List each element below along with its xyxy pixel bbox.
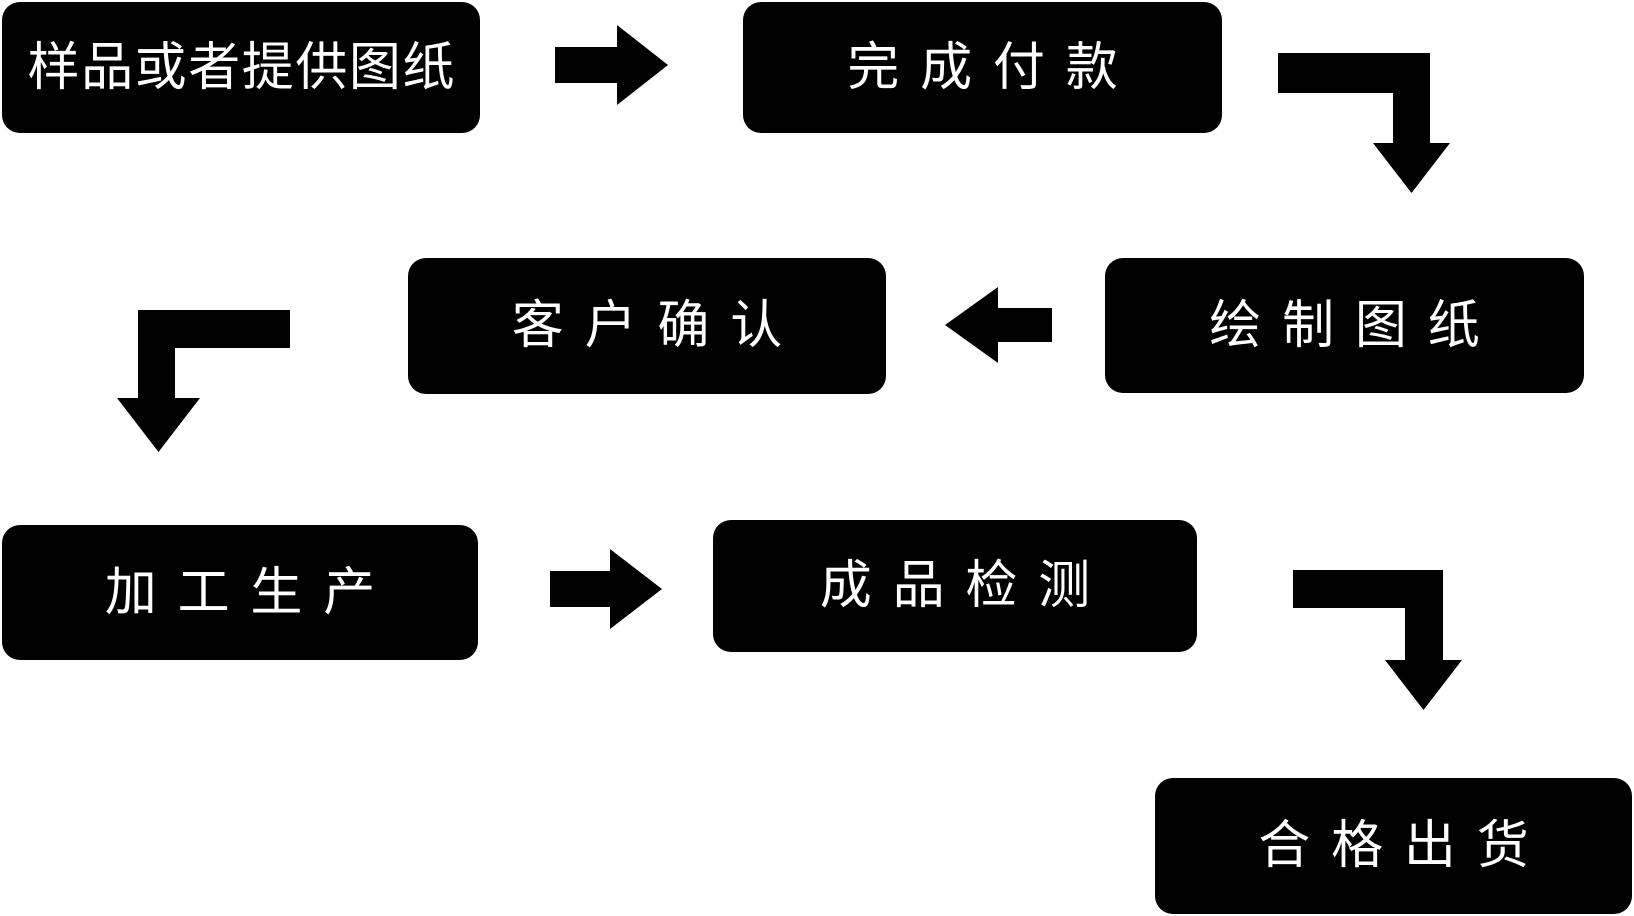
flow-node-customer-confirm: 客户确认 bbox=[408, 258, 886, 394]
node-label: 客户确认 bbox=[511, 296, 803, 356]
elbow-arrow-down-left-icon bbox=[117, 310, 290, 452]
elbow-arrow-down-icon bbox=[1293, 570, 1462, 710]
flow-node-complete-payment: 完成付款 bbox=[743, 2, 1222, 133]
flow-node-finished-product-inspection: 成品检测 bbox=[713, 520, 1197, 652]
flow-node-sample-or-drawing: 样品或者提供图纸 bbox=[2, 2, 480, 133]
node-label: 合格出货 bbox=[1258, 816, 1550, 876]
arrow-right-icon bbox=[555, 25, 668, 105]
node-label: 绘制图纸 bbox=[1209, 295, 1501, 356]
arrow-left-icon bbox=[945, 287, 1052, 363]
elbow-arrow-down-icon bbox=[1278, 53, 1450, 193]
flow-node-processing-production: 加工生产 bbox=[2, 525, 478, 660]
node-label: 加工生产 bbox=[104, 562, 396, 623]
flow-node-draw-drawings: 绘制图纸 bbox=[1105, 258, 1584, 393]
node-label: 完成付款 bbox=[847, 37, 1139, 98]
node-label: 成品检测 bbox=[819, 556, 1111, 616]
flow-node-qualified-shipment: 合格出货 bbox=[1155, 778, 1632, 914]
node-label: 样品或者提供图纸 bbox=[27, 37, 457, 98]
arrow-right-icon bbox=[550, 549, 662, 629]
